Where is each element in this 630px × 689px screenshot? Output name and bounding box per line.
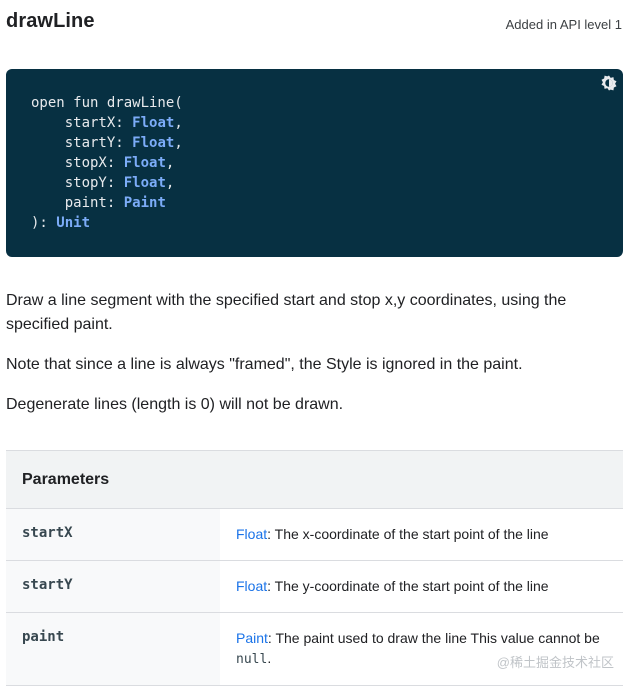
- code-param-type[interactable]: Paint: [123, 195, 166, 211]
- description-paragraph-1: Draw a line segment with the specified s…: [6, 292, 567, 333]
- method-header: drawLine Added in API level 1: [6, 10, 624, 40]
- code-signature[interactable]: open fun drawLine( startX: Float, startY…: [31, 95, 183, 231]
- code-sep: ,: [174, 115, 183, 131]
- parameters-heading: Parameters: [22, 470, 110, 488]
- param-type-link[interactable]: Float: [236, 578, 268, 594]
- table-row: paint Paint: The paint used to draw the …: [6, 613, 623, 686]
- param-description: Float: The y-coordinate of the start poi…: [220, 561, 623, 612]
- param-description: Float: The x-coordinate of the start poi…: [220, 509, 623, 560]
- param-description: Paint: The paint used to draw the line T…: [220, 613, 623, 685]
- code-param-name: stopX: [64, 155, 107, 171]
- code-param-name: startX: [64, 115, 116, 131]
- param-name: startY: [6, 561, 220, 612]
- param-desc-tail: .: [267, 650, 272, 666]
- description-paragraph-3: Degenerate lines (length is 0) will not …: [6, 396, 344, 413]
- table-row: startY Float: The y-coordinate of the st…: [6, 561, 623, 613]
- code-sep: ,: [165, 175, 175, 191]
- param-type-link[interactable]: Paint: [236, 630, 268, 646]
- code-param-name: startY: [64, 135, 116, 151]
- param-name: paint: [6, 613, 220, 685]
- parameters-heading-row: Parameters: [6, 451, 623, 509]
- table-row: startX Float: The x-coordinate of the st…: [6, 509, 623, 561]
- parameters-table: Parameters startX Float: The x-coordinat…: [6, 450, 623, 686]
- description-paragraph-2: Note that since a line is always "framed…: [6, 356, 523, 373]
- code-param-type[interactable]: Float: [123, 175, 166, 191]
- param-desc-text: : The y-coordinate of the start point of…: [267, 578, 549, 594]
- code-close: ):: [31, 215, 57, 231]
- param-desc-text: : The x-coordinate of the start point of…: [267, 526, 549, 542]
- param-type-link[interactable]: Float: [236, 526, 268, 542]
- method-title: drawLine: [6, 10, 95, 32]
- code-param-type[interactable]: Float: [123, 155, 166, 171]
- api-level-label: Added in API level 1: [505, 17, 622, 32]
- watermark: @稀土掘金技术社区: [496, 655, 614, 670]
- code-param-type[interactable]: Float: [132, 115, 175, 131]
- code-block: open fun drawLine( startX: Float, startY…: [6, 69, 623, 257]
- code-param-name: paint: [64, 195, 107, 211]
- code-sep: ,: [165, 155, 175, 171]
- param-desc-text: : The paint used to draw the line This v…: [267, 630, 600, 646]
- code-param-name: stopY: [64, 175, 107, 191]
- param-name: startX: [6, 509, 220, 560]
- null-code: null: [236, 652, 268, 667]
- theme-toggle-button[interactable]: [598, 72, 620, 94]
- code-param-type[interactable]: Float: [132, 135, 175, 151]
- theme-toggle-icon: [601, 75, 617, 91]
- code-return-type[interactable]: Unit: [56, 215, 91, 231]
- code-sep: ,: [174, 135, 183, 151]
- code-open: open fun drawLine(: [31, 95, 183, 111]
